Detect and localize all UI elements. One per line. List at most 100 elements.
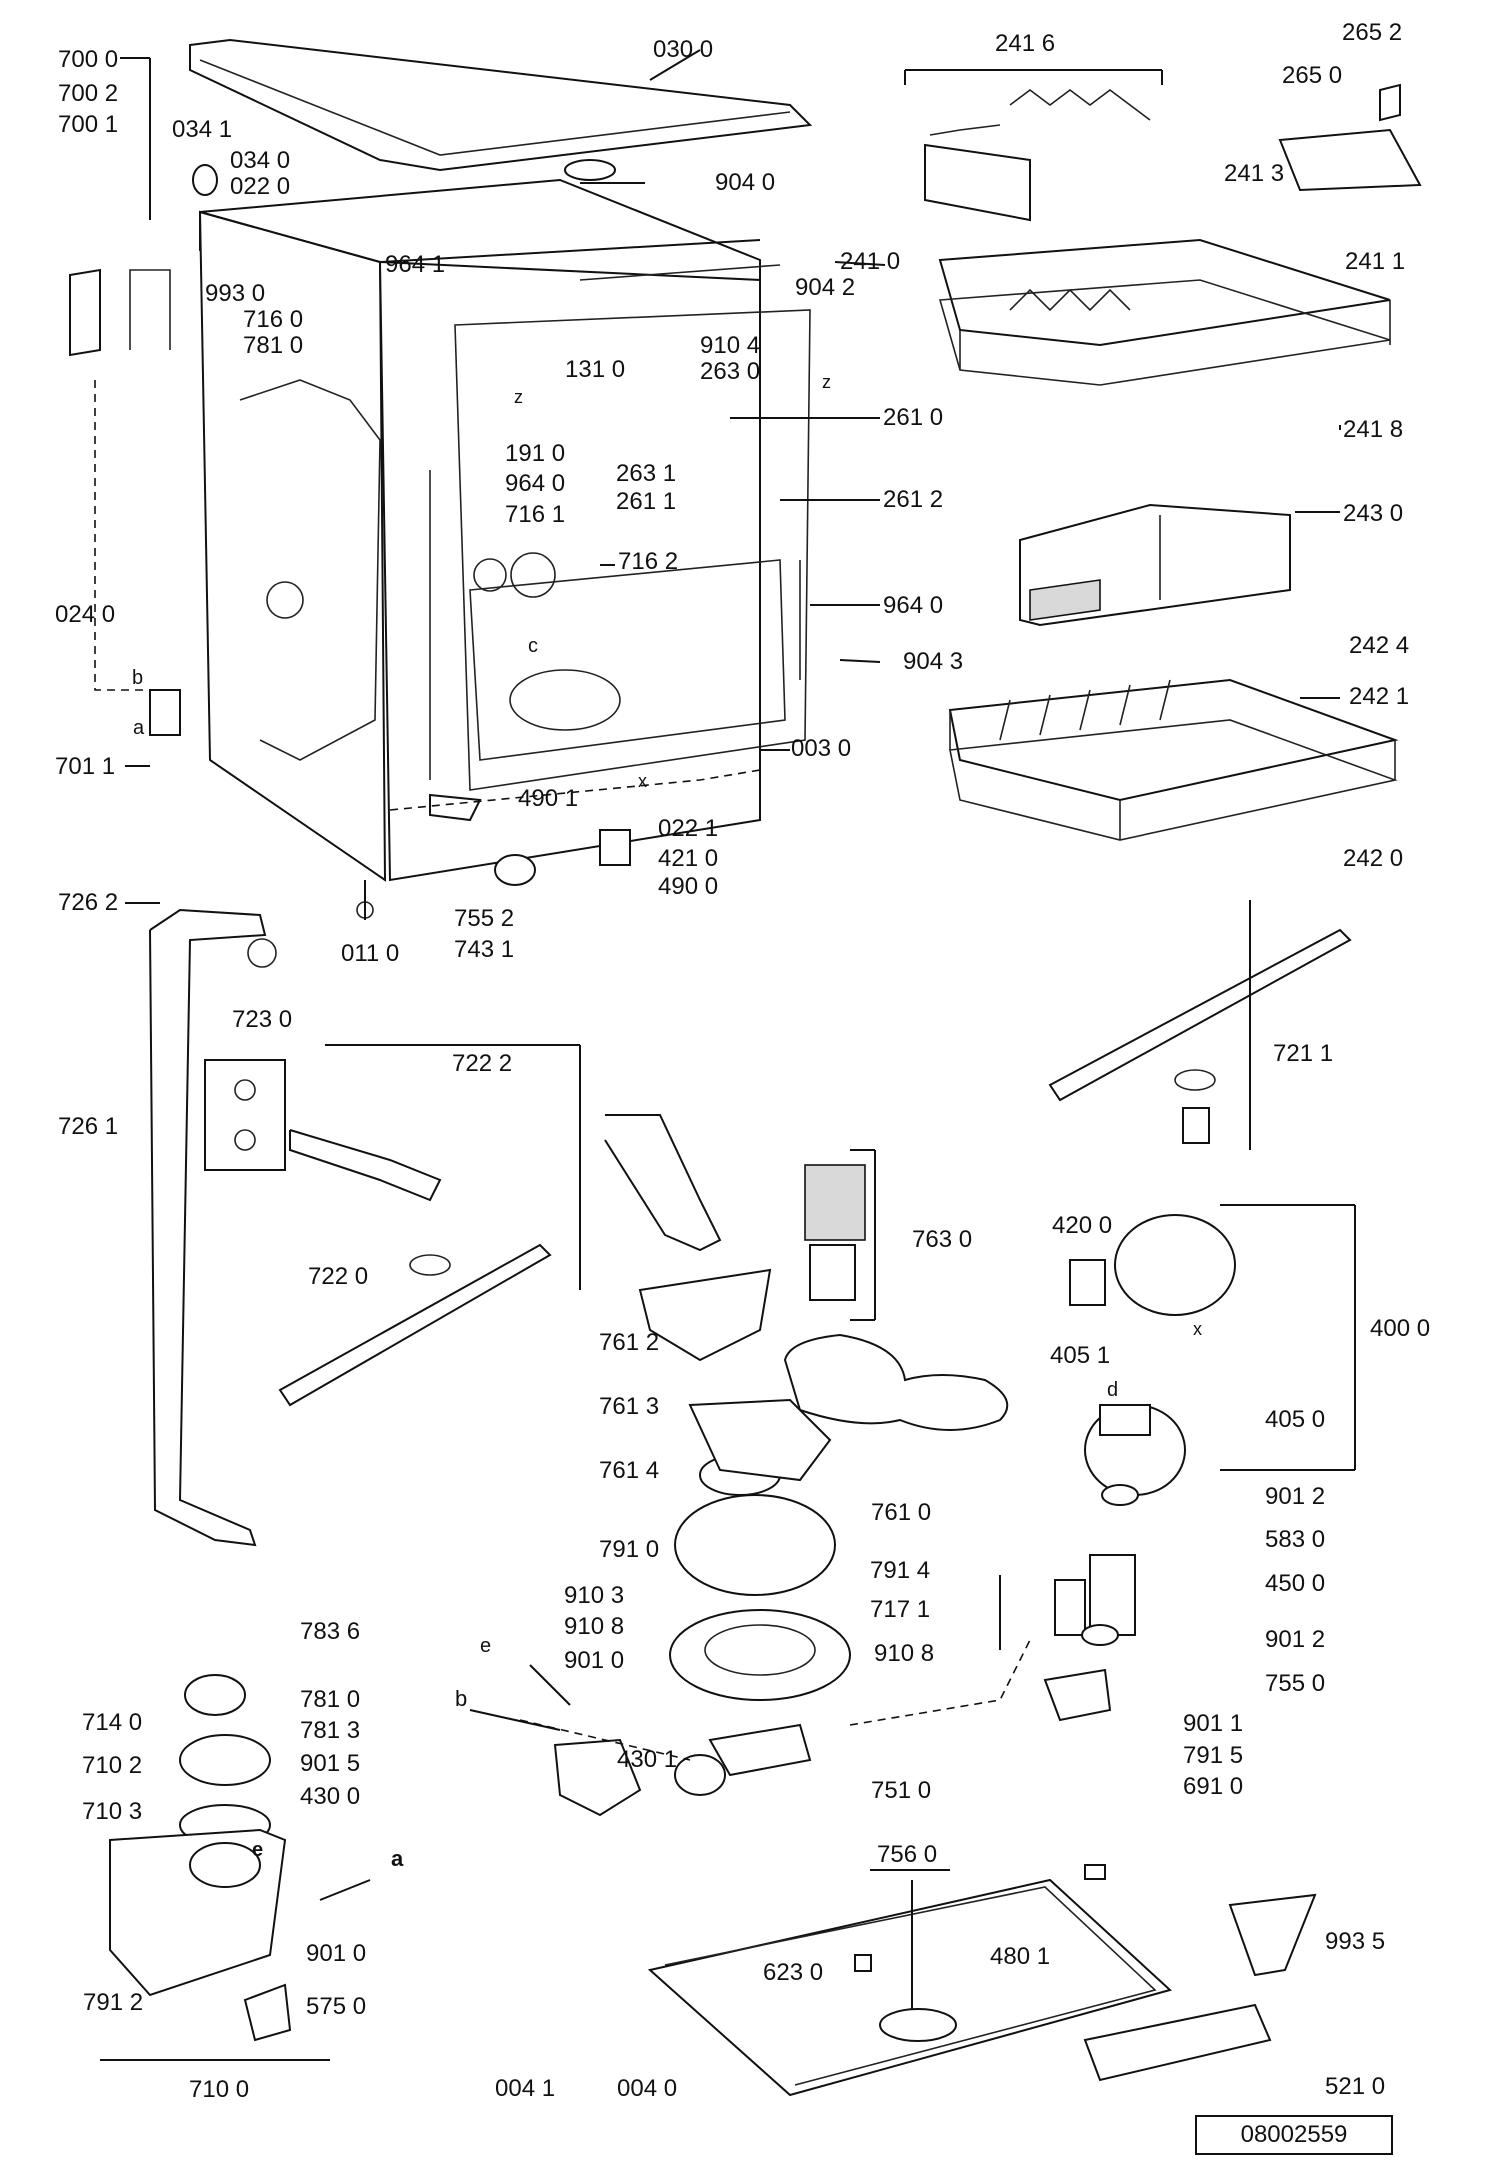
callout-964-1: 964 1 bbox=[385, 251, 446, 278]
callout-722-2: 722 2 bbox=[452, 1050, 513, 1077]
callout-756-0: 756 0 bbox=[877, 1841, 938, 1868]
callout-004-1: 004 1 bbox=[495, 2075, 556, 2102]
supply-pipe-part bbox=[149, 908, 286, 1547]
document-id-box: 08002559 bbox=[1195, 2115, 1393, 2155]
callout-726-1: 726 1 bbox=[58, 1113, 119, 1140]
callout-691-0: 691 0 bbox=[1183, 1773, 1244, 1800]
callout-263-0: 263 0 bbox=[700, 358, 761, 385]
callout-241-8: 241 8 bbox=[1343, 416, 1404, 443]
upper-spray-arm-part bbox=[1048, 928, 1352, 1144]
connection-lines bbox=[94, 380, 1031, 1761]
callout-904-0: 904 0 bbox=[715, 169, 776, 196]
callout-751-0: 751 0 bbox=[871, 1777, 932, 1804]
callout-755-0: 755 0 bbox=[1265, 1670, 1326, 1697]
circulation-pump-part bbox=[1043, 1214, 1236, 1722]
callout-904-2: 904 2 bbox=[795, 274, 856, 301]
letter-x-1: x bbox=[638, 771, 647, 791]
callout-722-0: 722 0 bbox=[308, 1263, 369, 1290]
callout-242-4: 242 4 bbox=[1349, 632, 1410, 659]
callout-004-0: 004 0 bbox=[617, 2075, 678, 2102]
callout-024-0: 024 0 bbox=[55, 601, 116, 628]
callout-022-0: 022 0 bbox=[230, 173, 291, 200]
callout-030-0: 030 0 bbox=[653, 36, 714, 63]
callout-716-1: 716 1 bbox=[505, 501, 566, 528]
callout-480-1: 480 1 bbox=[990, 1943, 1051, 1970]
callout-901-0-a: 901 0 bbox=[564, 1647, 625, 1674]
callout-761-2: 761 2 bbox=[599, 1329, 660, 1356]
callout-717-1: 717 1 bbox=[870, 1596, 931, 1623]
callout-242-0: 242 0 bbox=[1343, 845, 1404, 872]
callout-910-3: 910 3 bbox=[564, 1582, 625, 1609]
callout-263-1: 263 1 bbox=[616, 460, 677, 487]
callout-781-0-b: 781 0 bbox=[300, 1686, 361, 1713]
letter-d-1: d bbox=[1107, 1379, 1119, 1401]
callout-721-1: 721 1 bbox=[1273, 1040, 1334, 1067]
callout-241-3: 241 3 bbox=[1224, 160, 1285, 187]
callout-521-0: 521 0 bbox=[1325, 2073, 1386, 2100]
letter-z-2: z bbox=[822, 372, 831, 392]
callout-490-1: 490 1 bbox=[518, 785, 579, 812]
callout-261-1: 261 1 bbox=[616, 488, 677, 515]
callout-710-3: 710 3 bbox=[82, 1798, 143, 1825]
leader-lines bbox=[100, 49, 1356, 2061]
callout-242-1: 242 1 bbox=[1349, 683, 1410, 710]
callout-901-1: 901 1 bbox=[1183, 1710, 1244, 1737]
callout-743-1: 743 1 bbox=[454, 936, 515, 963]
sump-assembly-part bbox=[604, 1114, 1009, 1796]
top-cover-part bbox=[189, 38, 813, 172]
callout-714-0: 714 0 bbox=[82, 1709, 143, 1736]
callout-583-0: 583 0 bbox=[1265, 1526, 1326, 1553]
letter-e-2: e bbox=[252, 1839, 264, 1861]
callout-761-3: 761 3 bbox=[599, 1393, 660, 1420]
letter-x-2: x bbox=[1193, 1319, 1202, 1339]
callout-791-2: 791 2 bbox=[83, 1989, 144, 2016]
upper-basket-part bbox=[924, 83, 1422, 386]
callout-261-0: 261 0 bbox=[883, 404, 944, 431]
letter-b-1: b bbox=[132, 667, 144, 689]
letter-c-1: c bbox=[528, 635, 538, 657]
callout-261-2: 261 2 bbox=[883, 486, 944, 513]
callout-575-0: 575 0 bbox=[306, 1993, 367, 2020]
callout-910-8-b: 910 8 bbox=[874, 1640, 935, 1667]
letter-a-1: a bbox=[133, 717, 145, 739]
letter-a-2: a bbox=[391, 1846, 404, 1871]
callout-901-5: 901 5 bbox=[300, 1750, 361, 1777]
callout-710-2: 710 2 bbox=[82, 1752, 143, 1779]
callout-781-3: 781 3 bbox=[300, 1717, 361, 1744]
callout-964-0-a: 964 0 bbox=[505, 470, 566, 497]
cabinet-frame-part bbox=[198, 178, 811, 882]
callout-700-1: 700 1 bbox=[58, 111, 119, 138]
callout-430-0: 430 0 bbox=[300, 1783, 361, 1810]
callout-405-0: 405 0 bbox=[1265, 1406, 1326, 1433]
callout-716-2: 716 2 bbox=[618, 548, 679, 575]
callout-421-0: 421 0 bbox=[658, 845, 719, 872]
callout-904-3: 904 3 bbox=[903, 648, 964, 675]
letter-e-1: e bbox=[480, 1635, 492, 1657]
callout-241-1: 241 1 bbox=[1345, 248, 1406, 275]
callout-420-0: 420 0 bbox=[1052, 1212, 1113, 1239]
callout-450-0: 450 0 bbox=[1265, 1570, 1326, 1597]
callout-761-4: 761 4 bbox=[599, 1457, 660, 1484]
callout-241-0: 241 0 bbox=[840, 248, 901, 275]
callout-781-0-a: 781 0 bbox=[243, 332, 304, 359]
callout-993-0: 993 0 bbox=[205, 280, 266, 307]
callout-623-0: 623 0 bbox=[763, 1959, 824, 1986]
callout-700-0: 700 0 bbox=[58, 46, 119, 73]
cutlery-basket-part bbox=[1019, 503, 1291, 627]
callout-034-1: 034 1 bbox=[172, 116, 233, 143]
callout-430-1: 430 1 bbox=[617, 1746, 678, 1773]
callout-011-0: 011 0 bbox=[341, 940, 400, 967]
callout-901-2-b: 901 2 bbox=[1265, 1626, 1326, 1653]
base-tray-part bbox=[647, 1864, 1317, 2097]
callout-400-0: 400 0 bbox=[1370, 1315, 1431, 1342]
callout-716-0: 716 0 bbox=[243, 306, 304, 333]
callout-761-0: 761 0 bbox=[871, 1499, 932, 1526]
callout-723-0: 723 0 bbox=[232, 1006, 293, 1033]
callout-791-4: 791 4 bbox=[870, 1557, 931, 1584]
callout-700-2: 700 2 bbox=[58, 80, 119, 107]
callout-901-0-b: 901 0 bbox=[306, 1940, 367, 1967]
callout-701-1: 701 1 bbox=[55, 753, 116, 780]
callout-405-1: 405 1 bbox=[1050, 1342, 1111, 1369]
callout-783-6: 783 6 bbox=[300, 1618, 361, 1645]
